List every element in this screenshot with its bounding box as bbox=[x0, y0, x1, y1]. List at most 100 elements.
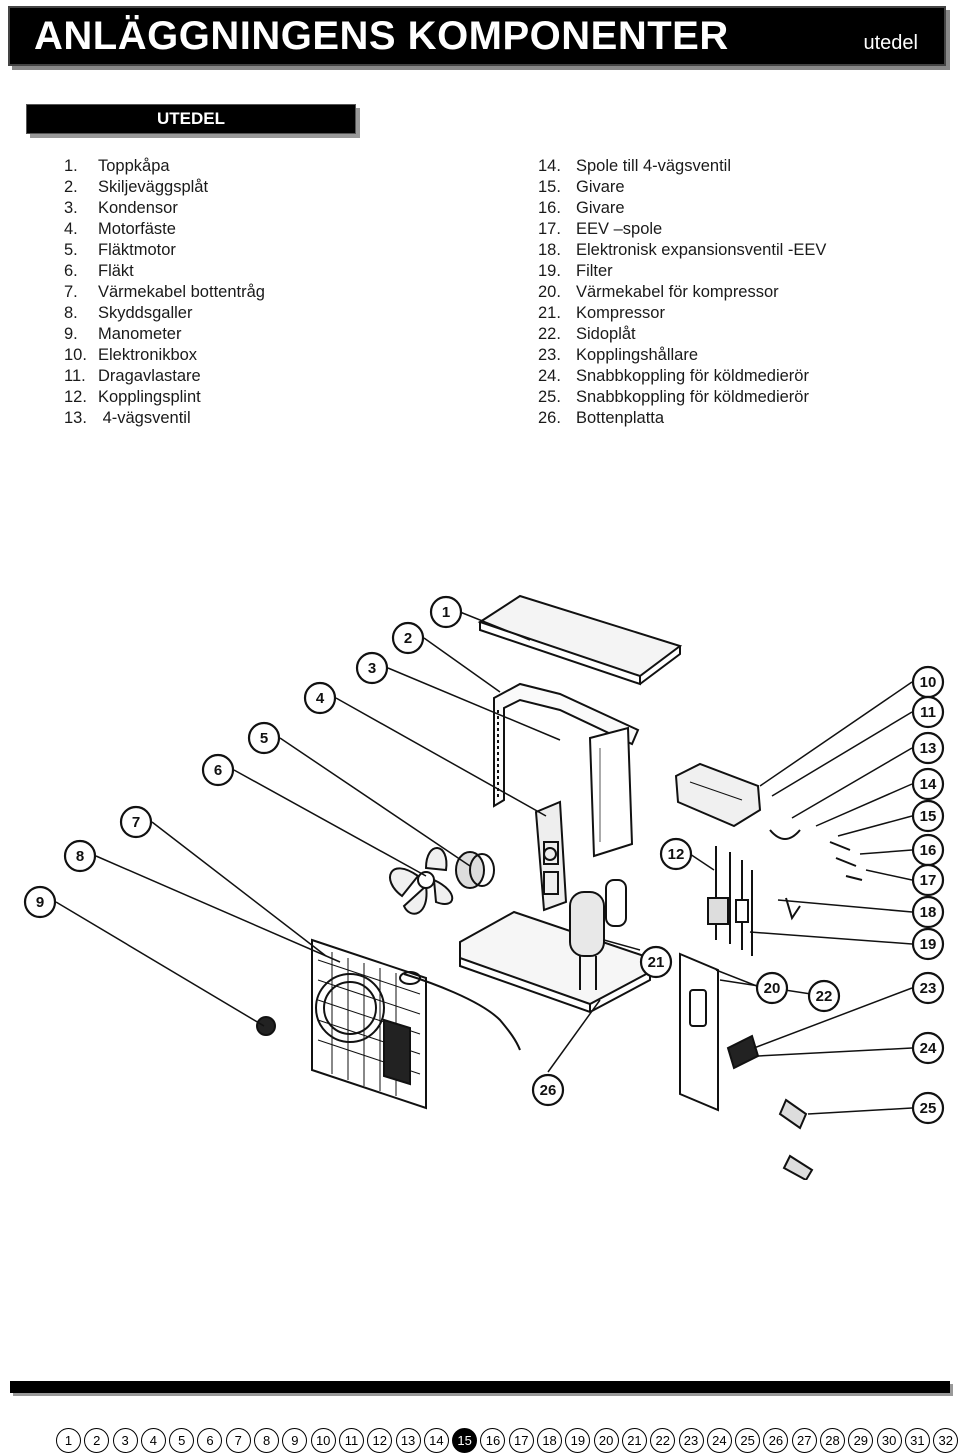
callout-2: 2 bbox=[391, 621, 425, 655]
page-link-7[interactable]: 7 bbox=[225, 1428, 251, 1453]
page-link-31[interactable]: 31 bbox=[904, 1428, 930, 1453]
callout-label: 12 bbox=[668, 846, 685, 863]
page-link-29[interactable]: 29 bbox=[848, 1428, 874, 1453]
page-header: ANLÄGGNINGENS KOMPONENTER utedel bbox=[8, 6, 946, 66]
page-link-4[interactable]: 4 bbox=[140, 1428, 166, 1453]
item-name: Snabbkoppling för köldmedierör bbox=[576, 367, 809, 385]
callout-label: 2 bbox=[404, 630, 412, 647]
callout-label: 25 bbox=[920, 1100, 937, 1117]
page-link-28[interactable]: 28 bbox=[820, 1428, 846, 1453]
callout-label: 11 bbox=[920, 704, 936, 721]
callout-17: 17 bbox=[911, 863, 945, 897]
callout-3: 3 bbox=[355, 651, 389, 685]
protective-grille-part bbox=[311, 938, 427, 1110]
list-item: 6.Fläkt bbox=[64, 261, 265, 282]
item-number: 12. bbox=[64, 388, 87, 406]
list-item: 8.Skyddsgaller bbox=[64, 303, 265, 324]
page-link-22[interactable]: 22 bbox=[650, 1428, 676, 1453]
callout-label: 16 bbox=[920, 842, 937, 859]
item-name: Skiljeväggsplåt bbox=[98, 178, 209, 196]
page-link-8[interactable]: 8 bbox=[254, 1428, 280, 1453]
page-link-21[interactable]: 21 bbox=[621, 1428, 647, 1453]
list-item: 1. Toppkåpa bbox=[64, 156, 265, 177]
callout-25: 25 bbox=[911, 1091, 945, 1125]
page-link-9[interactable]: 9 bbox=[282, 1428, 308, 1453]
list-item: 22.Sidoplåt bbox=[538, 324, 826, 345]
callout-7: 7 bbox=[119, 805, 153, 839]
page-link-5[interactable]: 5 bbox=[169, 1428, 195, 1453]
list-item: 15.Givare bbox=[538, 177, 826, 198]
callout-16: 16 bbox=[911, 833, 945, 867]
item-number: 5. bbox=[64, 241, 78, 259]
item-name: Värmekabel bottentråg bbox=[98, 283, 265, 301]
page-link-25[interactable]: 25 bbox=[735, 1428, 761, 1453]
item-name: Kondensor bbox=[98, 199, 178, 217]
callout-label: 4 bbox=[316, 690, 325, 707]
compressor-part bbox=[569, 879, 627, 990]
page-link-10[interactable]: 10 bbox=[310, 1428, 336, 1453]
manometer-part bbox=[256, 1016, 276, 1036]
page-link-32[interactable]: 32 bbox=[933, 1428, 959, 1453]
callout-19: 19 bbox=[911, 927, 945, 961]
page-link-15[interactable]: 15 bbox=[452, 1428, 478, 1453]
list-item: 4.Motorfäste bbox=[64, 219, 265, 240]
callout-label: 21 bbox=[648, 954, 665, 971]
item-name: Toppkåpa bbox=[98, 157, 170, 175]
item-number: 6. bbox=[64, 262, 78, 280]
item-number: 17. bbox=[538, 220, 561, 238]
item-name: Kopplingshållare bbox=[576, 346, 699, 364]
page-link-14[interactable]: 14 bbox=[423, 1428, 449, 1453]
item-name: Filter bbox=[576, 262, 613, 280]
list-item: 20. Värmekabel för kompressor bbox=[538, 282, 826, 303]
list-item: 14.Spole till 4-vägsventil bbox=[538, 156, 826, 177]
callout-5: 5 bbox=[247, 721, 281, 755]
page-link-24[interactable]: 24 bbox=[706, 1428, 732, 1453]
page-link-17[interactable]: 17 bbox=[508, 1428, 534, 1453]
page-link-23[interactable]: 23 bbox=[678, 1428, 704, 1453]
item-name: EEV –spole bbox=[576, 220, 663, 238]
page-link-30[interactable]: 30 bbox=[876, 1428, 902, 1453]
item-number: 24. bbox=[538, 367, 561, 385]
callout-label: 23 bbox=[920, 980, 937, 997]
callout-26: 26 bbox=[531, 1073, 565, 1107]
item-number: 25. bbox=[538, 388, 561, 406]
page-link-3[interactable]: 3 bbox=[112, 1428, 138, 1453]
page-link-6[interactable]: 6 bbox=[197, 1428, 223, 1453]
item-number: 21. bbox=[538, 304, 561, 322]
item-number: 1. bbox=[64, 157, 78, 175]
callout-14: 14 bbox=[911, 767, 945, 801]
item-name: Fläktmotor bbox=[98, 241, 176, 259]
item-number: 16. bbox=[538, 199, 561, 217]
item-name: Värmekabel för kompressor bbox=[576, 283, 779, 301]
page-link-19[interactable]: 19 bbox=[565, 1428, 591, 1453]
item-number: 18. bbox=[538, 241, 561, 259]
page-link-20[interactable]: 20 bbox=[593, 1428, 619, 1453]
callout-label: 3 bbox=[368, 660, 376, 677]
page-link-13[interactable]: 13 bbox=[395, 1428, 421, 1453]
electronics-box-part bbox=[674, 762, 762, 828]
page-link-12[interactable]: 12 bbox=[367, 1428, 393, 1453]
item-name: Dragavlastare bbox=[98, 367, 201, 385]
page-link-27[interactable]: 27 bbox=[791, 1428, 817, 1453]
item-number: 20. bbox=[538, 283, 561, 301]
page-link-2[interactable]: 2 bbox=[84, 1428, 110, 1453]
page-link-16[interactable]: 16 bbox=[480, 1428, 506, 1453]
page-link-11[interactable]: 11 bbox=[338, 1428, 364, 1453]
callout-label: 26 bbox=[540, 1082, 557, 1099]
callout-label: 24 bbox=[920, 1040, 937, 1057]
callout-9: 9 bbox=[23, 885, 57, 919]
list-item: 26.Bottenplatta bbox=[538, 408, 826, 429]
callout-12: 12 bbox=[659, 837, 693, 871]
list-item: 25.Snabbkoppling för köldmedierör bbox=[538, 387, 826, 408]
callout-label: 9 bbox=[36, 894, 44, 911]
page-link-1[interactable]: 1 bbox=[56, 1428, 81, 1453]
list-item: 18.Elektronisk expansionsventil -EEV bbox=[538, 240, 826, 261]
list-item: 17. EEV –spole bbox=[538, 219, 826, 240]
callout-label: 13 bbox=[920, 740, 937, 757]
item-name: 4-vägsventil bbox=[98, 409, 191, 427]
page-link-18[interactable]: 18 bbox=[537, 1428, 563, 1453]
page-link-26[interactable]: 26 bbox=[763, 1428, 789, 1453]
callout-label: 6 bbox=[214, 762, 222, 779]
